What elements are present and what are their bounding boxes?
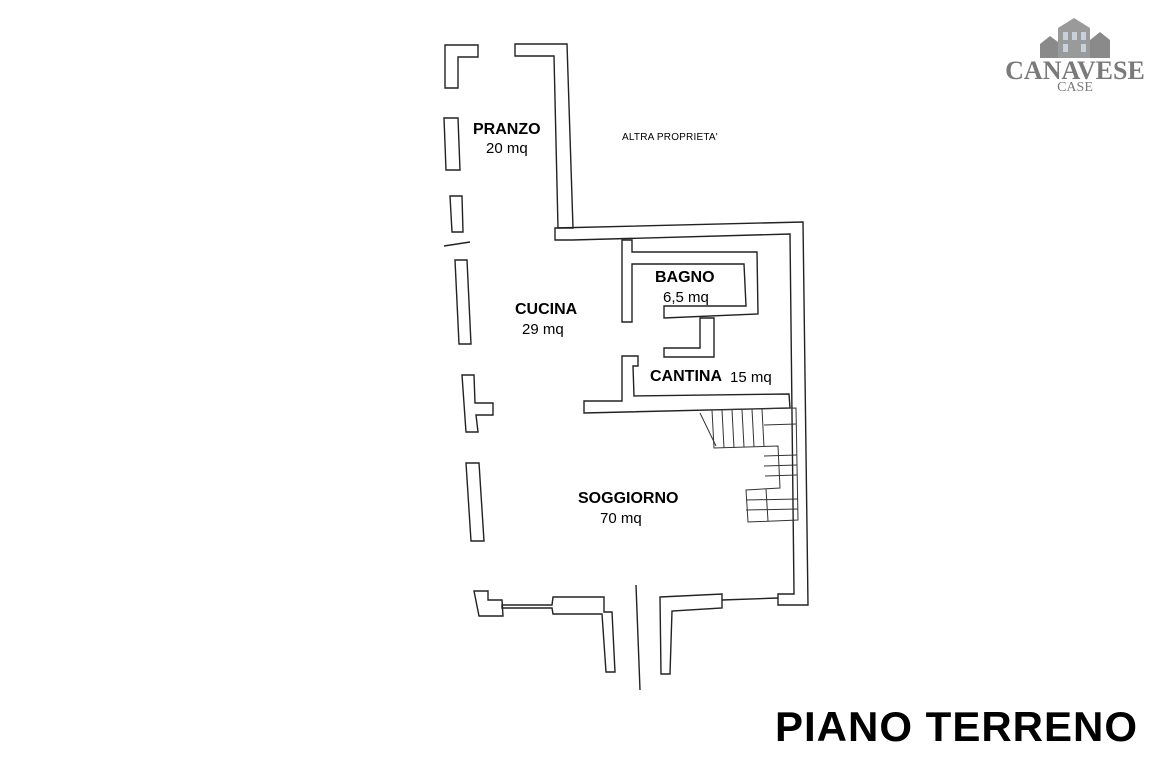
wall-cantina-left [583, 355, 791, 414]
wall-soggiorno-bottom-right-seg [721, 597, 779, 601]
room-area-pranzo: 20 mq [486, 140, 528, 157]
room-name-bagno: BAGNO [655, 269, 715, 286]
room-name-cucina: CUCINA [515, 301, 578, 318]
room-area-cantina: 15 mq [730, 369, 772, 386]
wall-soggiorno-bottom-left [473, 590, 504, 617]
wall-pranzo-left-window [443, 117, 461, 171]
wall-bagno-right [663, 317, 715, 358]
wall-cucina-left-window [454, 259, 472, 345]
room-area-soggiorno: 70 mq [600, 510, 642, 527]
wall-pranzo-left-lower [449, 195, 464, 233]
wall-entrance-left-jamb [635, 584, 641, 691]
room-name-soggiorno: SOGGIORNO [578, 490, 679, 507]
wall-soggiorno-bottom-right [659, 593, 723, 675]
logo-brand: CANAVESE [1005, 56, 1145, 85]
wall-soggiorno-bottom-mid [501, 596, 616, 673]
floor-title: PIANO TERRENO [775, 703, 1139, 750]
houses-icon [1040, 18, 1110, 58]
room-name-cantina: CANTINA [650, 368, 722, 385]
wall-pranzo-top [444, 44, 479, 89]
staircase [699, 407, 799, 523]
room-area-cucina: 29 mq [522, 321, 564, 338]
company-logo: CANAVESE CASE [1000, 14, 1150, 100]
logo-sub: CASE [1057, 80, 1093, 95]
wall-cantina-outer-top [621, 239, 759, 323]
neighbour-property-note: ALTRA PROPRIETA' [622, 132, 718, 143]
wall-cucina-left-mid [461, 374, 494, 433]
wall-soggiorno-left [465, 462, 485, 542]
wall-cucina-top [554, 221, 809, 606]
room-name-pranzo: PRANZO [473, 121, 541, 138]
room-area-bagno: 6,5 mq [663, 289, 709, 306]
wall-pranzo-gap [443, 241, 471, 247]
